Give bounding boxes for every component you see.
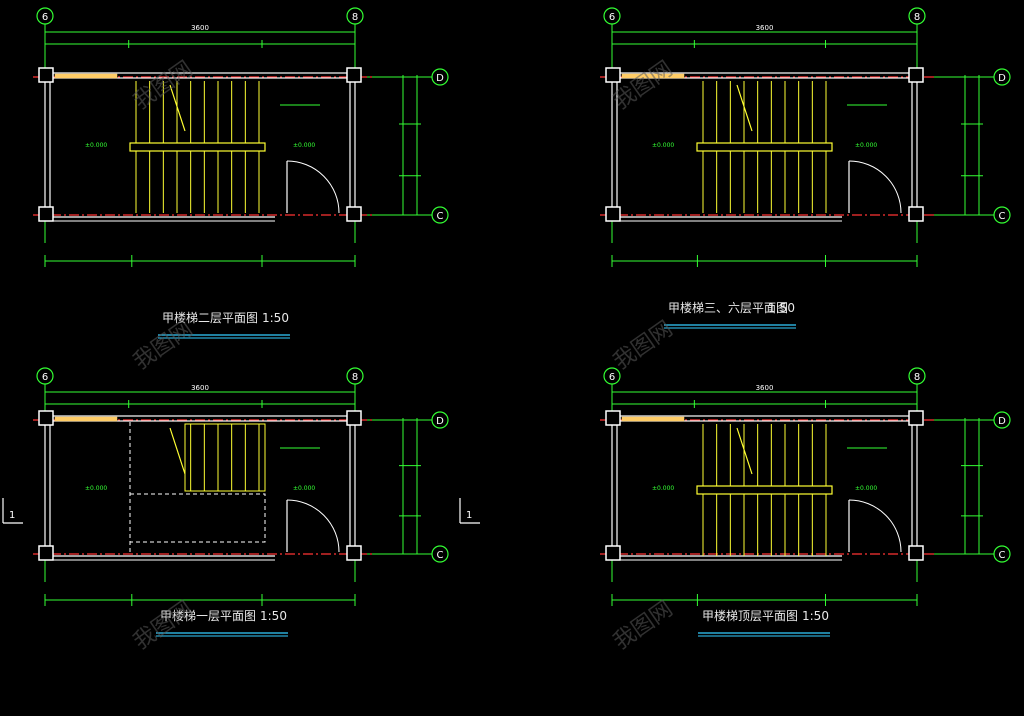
plan-scale: 1:50 — [262, 311, 289, 325]
stair-landing-rail — [696, 142, 833, 152]
structural-column — [38, 206, 54, 222]
window-band — [54, 416, 118, 422]
right-wall — [911, 417, 918, 555]
window-band — [54, 73, 118, 79]
structural-column — [38, 410, 54, 426]
stair-landing-rail — [696, 485, 833, 495]
stair-break-line — [169, 427, 186, 475]
level-marker: ±0.000 — [293, 142, 315, 149]
axis-label: C — [437, 211, 444, 222]
structural-column — [346, 410, 362, 426]
section-mark-left: 1 — [9, 510, 15, 521]
dimension-text-total: 3600 — [191, 384, 209, 392]
structural-column — [346, 206, 362, 222]
dimension-text-total: 3600 — [756, 384, 774, 392]
structural-column — [38, 67, 54, 83]
window-band — [621, 73, 685, 79]
plan-title: 甲楼梯三、六层平面图 — [668, 300, 788, 315]
plan-title: 甲楼梯二层平面图 — [162, 310, 258, 325]
axis-label: C — [437, 550, 444, 561]
watermark-text: 我图网 — [129, 597, 197, 655]
axis-label: D — [998, 73, 1006, 84]
axis-label: 6 — [42, 372, 48, 383]
level-marker: ±0.000 — [855, 142, 877, 149]
axis-label: D — [436, 416, 444, 427]
structural-column — [605, 410, 621, 426]
axis-label: 8 — [352, 372, 358, 383]
axis-label: 8 — [914, 372, 920, 383]
plan-title: 甲楼梯一层平面图 — [160, 608, 256, 623]
structural-column — [38, 545, 54, 561]
axis-label: 6 — [609, 12, 615, 23]
level-marker: ±0.000 — [855, 485, 877, 492]
structural-column — [908, 67, 924, 83]
axis-label: D — [998, 416, 1006, 427]
level-marker: ±0.000 — [85, 142, 107, 149]
door-swing-arc — [286, 499, 340, 553]
level-marker: ±0.000 — [652, 485, 674, 492]
stair-break-line — [169, 84, 186, 132]
section-mark-right: 1 — [466, 510, 472, 521]
stair-flight — [184, 423, 266, 492]
axis-label: C — [999, 211, 1006, 222]
void-outline — [129, 493, 266, 543]
left-wall — [611, 417, 618, 555]
door-swing-arc — [286, 160, 340, 214]
dimension-text-total: 3600 — [756, 24, 774, 32]
axis-label: 8 — [352, 12, 358, 23]
structural-column — [605, 545, 621, 561]
door-swing-arc — [848, 499, 902, 553]
right-wall — [349, 74, 356, 216]
axis-label: 6 — [42, 12, 48, 23]
axis-label: D — [436, 73, 444, 84]
axis-label: 8 — [914, 12, 920, 23]
watermark-text: 我图网 — [609, 317, 677, 375]
plan-scale: 1:50 — [260, 609, 287, 623]
window-band — [621, 416, 685, 422]
axis-label: C — [999, 550, 1006, 561]
left-wall — [44, 74, 51, 216]
structural-column — [346, 545, 362, 561]
structural-column — [908, 410, 924, 426]
dimension-text-total: 3600 — [191, 24, 209, 32]
watermark-text: 我图网 — [129, 317, 197, 375]
level-marker: ±0.000 — [85, 485, 107, 492]
structural-column — [346, 67, 362, 83]
right-wall — [349, 417, 356, 555]
plan-title: 甲楼梯顶层平面图 — [702, 608, 798, 623]
level-marker: ±0.000 — [293, 485, 315, 492]
level-marker: ±0.000 — [652, 142, 674, 149]
watermark-text: 我图网 — [609, 597, 677, 655]
stair-break-line — [736, 84, 753, 132]
structural-column — [908, 545, 924, 561]
structural-column — [605, 67, 621, 83]
plan-scale: 1:50 — [802, 609, 829, 623]
right-wall — [911, 74, 918, 216]
structural-column — [908, 206, 924, 222]
left-wall — [44, 417, 51, 555]
stair-break-line — [736, 427, 753, 475]
plan-scale: 1:50 — [768, 301, 795, 315]
axis-label: 6 — [609, 372, 615, 383]
door-swing-arc — [848, 160, 902, 214]
stair-landing-rail — [129, 142, 266, 152]
watermark-text: 我图网 — [609, 57, 677, 115]
structural-column — [605, 206, 621, 222]
